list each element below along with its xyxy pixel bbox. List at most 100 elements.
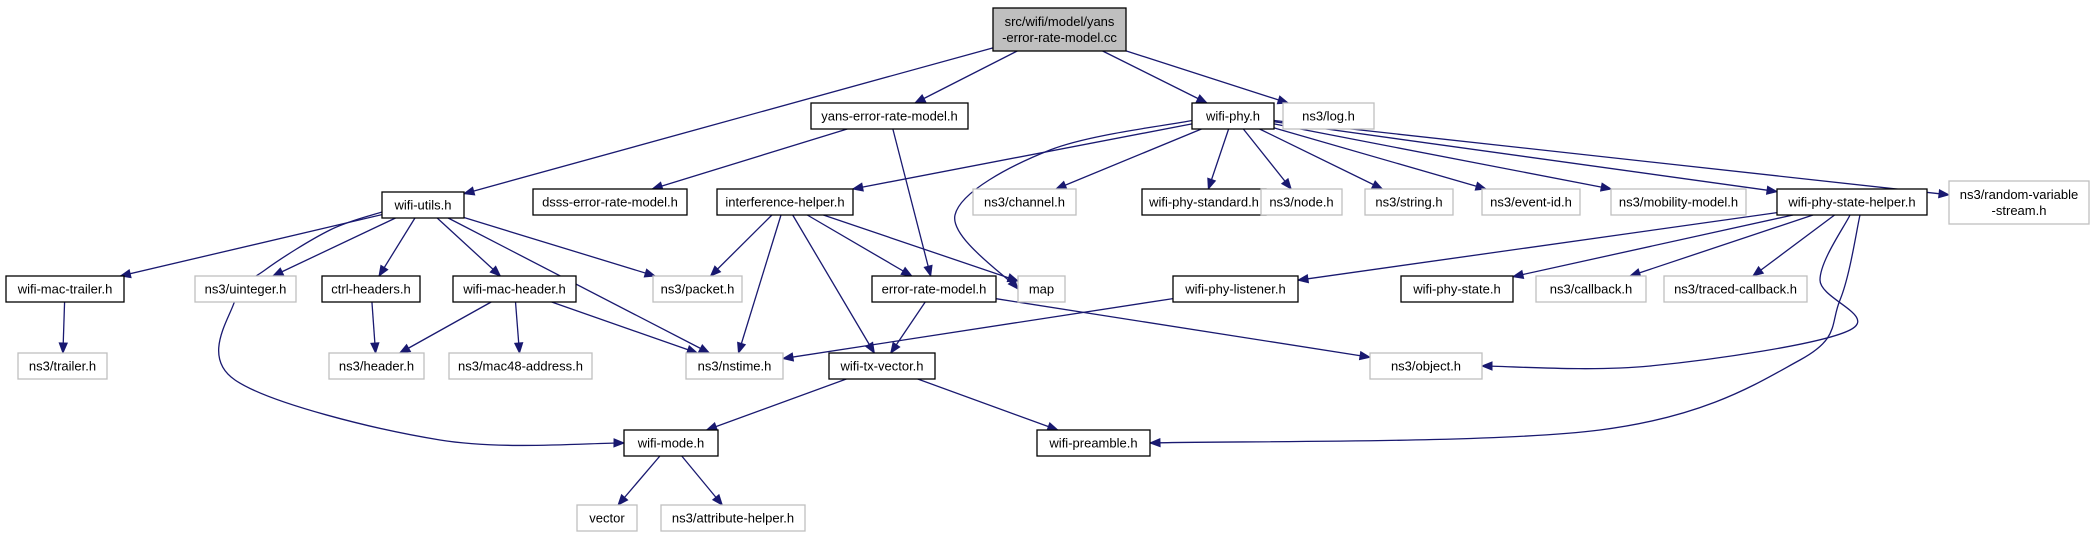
node-label: map: [1029, 282, 1054, 297]
arrow-head-icon: [900, 266, 913, 277]
node-box: [1776, 188, 1928, 216]
node-box: [5, 275, 125, 303]
node-wifi-phy[interactable]: wifi-phy.h: [1191, 102, 1275, 130]
node-wifi-phy-listener[interactable]: wifi-phy-listener.h: [1172, 275, 1299, 303]
node-label: ns3/channel.h: [984, 195, 1065, 210]
edge-line: [378, 217, 416, 277]
arrow-head-icon: [890, 341, 901, 355]
node-wifi-mode[interactable]: wifi-mode.h: [623, 429, 719, 457]
edge-root-to-wifi-phy: [1102, 50, 1209, 104]
node-box: [328, 352, 425, 380]
node-wifi-tx-vector[interactable]: wifi-tx-vector.h: [828, 352, 936, 380]
node-wifi-phy-standard[interactable]: wifi-phy-standard.h: [1141, 188, 1267, 216]
edge-line: [1102, 50, 1208, 104]
edge-wifi-phy-state-helper-to-ns3-object: [1480, 214, 1859, 371]
edge-wifi-phy-state-helper-to-ns3-callback: [1628, 214, 1814, 278]
edge-wifi-phy-to-ns3-string: [1259, 128, 1384, 190]
node-box: [1017, 275, 1066, 303]
edge-line: [1207, 128, 1230, 190]
node-ns3-object: ns3/object.h: [1369, 352, 1483, 380]
node-box: [448, 352, 593, 380]
arrow-head-icon: [851, 182, 864, 192]
edge-line: [1512, 214, 1794, 278]
arrow-head-icon: [1938, 188, 1951, 199]
edge-wifi-phy-to-ns3-mobility-model: [1273, 123, 1613, 192]
node-box: [810, 102, 969, 130]
node-box: [381, 191, 465, 219]
node-ns3-mac48: ns3/mac48-address.h: [448, 352, 593, 380]
arrow-head-icon: [709, 265, 722, 277]
node-box: [1400, 275, 1514, 303]
edge-root-to-ns3-log: [1125, 50, 1290, 105]
edge-wifi-phy-to-ns3-event-id: [1273, 127, 1488, 191]
edge-line: [652, 128, 848, 190]
node-label: -stream.h: [1992, 203, 2047, 218]
node-wifi-phy-state-helper[interactable]: wifi-phy-state-helper.h: [1776, 188, 1928, 216]
node-ns3-node: ns3/node.h: [1260, 188, 1343, 216]
edge-wifi-phy-to-wifi-phy-state-helper: [1273, 121, 1779, 195]
edge-wifi-mac-header-to-ns3-header: [398, 301, 492, 354]
node-root[interactable]: src/wifi/model/yans-error-rate-model.cc: [992, 7, 1127, 52]
arrow-head-icon: [1006, 273, 1020, 283]
node-interference-helper[interactable]: interference-helper.h: [716, 188, 854, 216]
edge-line: [463, 47, 994, 195]
node-box: [716, 188, 854, 216]
node-box: [1364, 188, 1454, 216]
edge-line: [995, 298, 1371, 358]
edge-ctrl-headers-to-ns3-header: [370, 301, 380, 355]
node-ns3-channel: ns3/channel.h: [972, 188, 1077, 216]
node-label: ns3/callback.h: [1550, 282, 1632, 297]
node-label: ns3/log.h: [1302, 109, 1355, 124]
edge-line: [737, 214, 782, 354]
node-ns3-callback: ns3/callback.h: [1535, 275, 1647, 303]
node-label: ns3/uinteger.h: [205, 282, 287, 297]
edge-line: [792, 214, 875, 354]
node-box: [1191, 102, 1275, 130]
arrow-head-icon: [1148, 437, 1161, 448]
node-wifi-preamble[interactable]: wifi-preamble.h: [1036, 429, 1151, 457]
edge-line: [892, 128, 932, 277]
node-dsss-erm[interactable]: dsss-error-rate-model.h: [532, 188, 688, 216]
node-box: [17, 352, 108, 380]
edge-line: [463, 216, 656, 277]
node-wifi-utils[interactable]: wifi-utils.h: [381, 191, 465, 219]
node-box: [576, 504, 638, 532]
edge-wifi-mac-header-to-ns3-mac48: [513, 301, 524, 355]
edge-line: [436, 217, 501, 277]
edge-wifi-phy-to-interference-helper: [851, 123, 1193, 192]
node-ctrl-headers[interactable]: ctrl-headers.h: [321, 275, 421, 303]
arrow-head-icon: [1751, 265, 1765, 277]
node-yans-erm[interactable]: yans-error-rate-model.h: [810, 102, 969, 130]
arrow-head-icon: [1511, 269, 1525, 280]
node-wifi-phy-state[interactable]: wifi-phy-state.h: [1400, 275, 1514, 303]
arrow-head-icon: [1358, 350, 1372, 361]
edge-line: [1149, 214, 1861, 444]
node-box: [685, 352, 784, 380]
node-box: [828, 352, 936, 380]
arrow-head-icon: [1280, 177, 1292, 191]
node-box: [1610, 188, 1747, 216]
edge-line: [447, 217, 710, 354]
arrow-head-icon: [1054, 180, 1068, 190]
node-wifi-mac-trailer[interactable]: wifi-mac-trailer.h: [5, 275, 125, 303]
edge-line: [1055, 128, 1202, 190]
edge-line: [823, 214, 1019, 282]
node-wifi-mac-header[interactable]: wifi-mac-header.h: [452, 275, 577, 303]
node-label: ns3/trailer.h: [29, 359, 96, 374]
arrow-head-icon: [378, 264, 389, 278]
node-label: ns3/attribute-helper.h: [672, 511, 794, 526]
edge-line: [954, 119, 1196, 290]
arrow-head-icon: [1480, 361, 1493, 371]
node-ns3-trailer: ns3/trailer.h: [17, 352, 108, 380]
node-label: interference-helper.h: [725, 195, 844, 210]
edge-wifi-mode-to-vector: [617, 455, 661, 507]
node-label: wifi-utils.h: [393, 198, 451, 213]
node-ns3-nstime: ns3/nstime.h: [685, 352, 784, 380]
node-ns3-event-id: ns3/event-id.h: [1481, 188, 1581, 216]
node-label: ns3/header.h: [339, 359, 414, 374]
arrow-head-icon: [705, 421, 719, 431]
node-box: [1948, 180, 2090, 225]
node-box: [1141, 188, 1267, 216]
node-error-rate-model[interactable]: error-rate-model.h: [871, 275, 997, 303]
node-label: wifi-tx-vector.h: [839, 359, 923, 374]
